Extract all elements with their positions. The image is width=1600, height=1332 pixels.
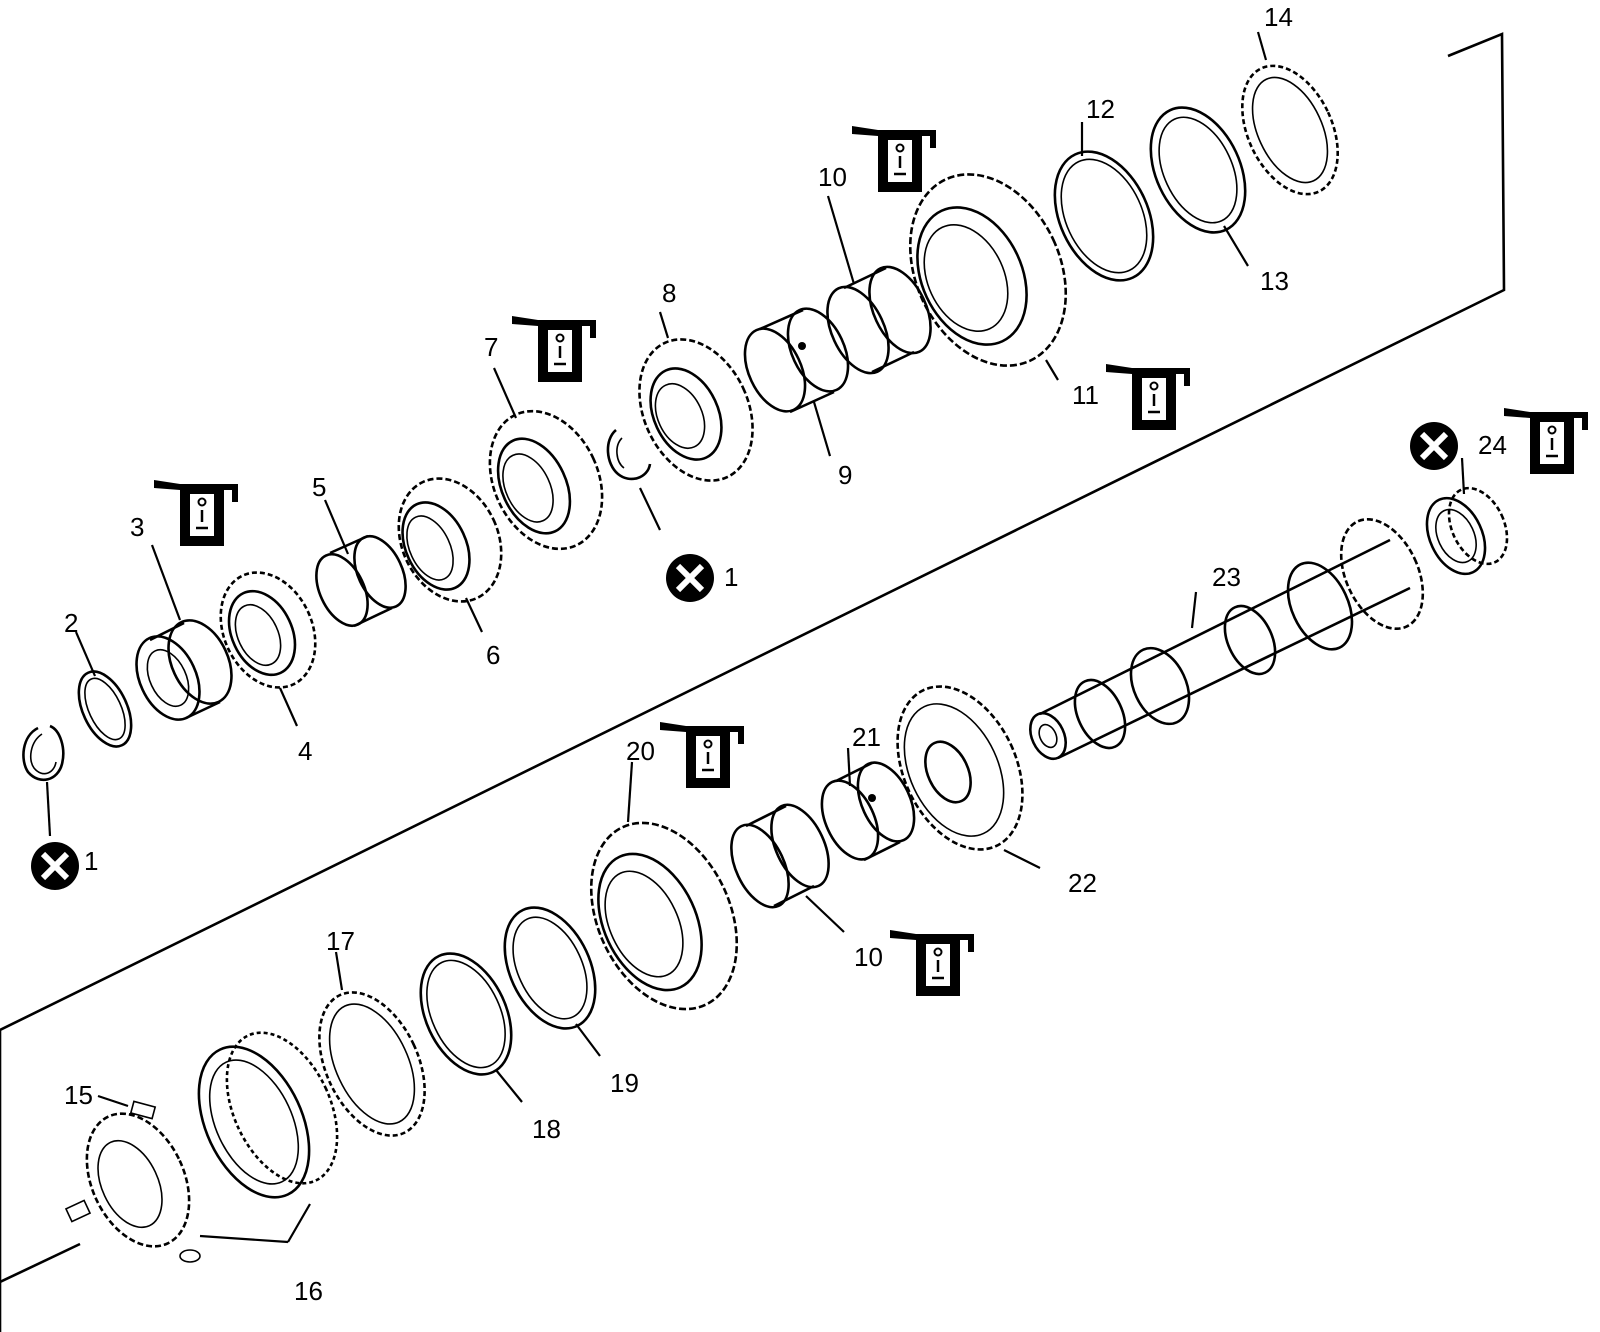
part-13-inner-cone	[1149, 106, 1249, 267]
callout-labels: 1 1 2 3 4 5 6 7 8 9 10 10 11 12 13 14 15…	[64, 2, 1507, 1306]
do-not-reuse-icon	[31, 842, 79, 890]
callout-9: 9	[838, 460, 852, 490]
callout-18: 18	[532, 1114, 561, 1144]
part-16-synchronizer-assembly	[64, 1031, 339, 1263]
callout-16: 16	[294, 1276, 323, 1306]
callout-11: 11	[1072, 380, 1099, 410]
do-not-reuse-icon	[1410, 422, 1458, 470]
part-10-needle-bearing-lower	[730, 803, 845, 933]
oil-can-icon	[888, 928, 976, 998]
oil-can-icon	[510, 314, 598, 384]
part-20-large-gear	[589, 761, 739, 1011]
part-9-sleeve	[743, 307, 850, 457]
callout-1-middle: 1	[724, 562, 738, 592]
callout-10-upper: 10	[818, 162, 847, 192]
oil-can-icon	[658, 720, 746, 790]
callout-20: 20	[626, 736, 655, 766]
part-15-key	[97, 1094, 157, 1120]
callout-15: 15	[64, 1080, 93, 1110]
callout-13: 13	[1260, 266, 1289, 296]
part-12-synchronizer-ring	[1053, 122, 1155, 282]
part-24-tapered-bearing	[1425, 457, 1509, 576]
part-14-synchronizer-ring	[1241, 31, 1339, 196]
callout-23: 23	[1212, 562, 1241, 592]
callout-24: 24	[1478, 430, 1507, 460]
part-8-gear	[638, 311, 754, 482]
part-21-sleeve	[820, 747, 916, 862]
callout-7: 7	[484, 332, 498, 362]
part-10-needle-bearing-upper	[826, 195, 932, 375]
callout-5: 5	[312, 472, 326, 502]
callout-8: 8	[662, 278, 676, 308]
part-2-thrust-washer	[74, 631, 133, 748]
part-7-gear	[488, 367, 604, 551]
part-17-synchronizer-ring	[318, 951, 426, 1137]
part-6-gear	[397, 477, 503, 633]
part-11-large-gear	[908, 173, 1068, 381]
part-1-snap-ring-middle	[606, 429, 661, 531]
callout-4: 4	[298, 736, 312, 766]
callout-22: 22	[1068, 868, 1097, 898]
oil-can-icon	[1502, 406, 1590, 476]
callout-10-lower: 10	[854, 942, 883, 972]
part-5-sleeve	[315, 499, 407, 628]
part-1-snap-ring-left	[22, 724, 65, 837]
do-not-reuse-icon	[666, 554, 714, 602]
callout-19: 19	[610, 1068, 639, 1098]
part-22-gear	[896, 685, 1041, 869]
oil-can-icon	[850, 124, 938, 194]
part-19-inner-cone	[503, 906, 601, 1057]
callout-17: 17	[326, 926, 355, 956]
assembly-frame	[0, 32, 1506, 1332]
part-18-synchronizer-ring	[419, 952, 523, 1103]
oil-can-icon	[152, 478, 240, 548]
part-4-small-gear	[219, 571, 317, 727]
part-3-roller-bearing	[135, 544, 233, 721]
callout-21: 21	[852, 722, 881, 752]
callout-14: 14	[1264, 2, 1293, 32]
part-23-main-shaft	[1029, 517, 1425, 761]
callout-1-bottom-left: 1	[84, 846, 98, 876]
callout-2: 2	[64, 608, 78, 638]
callout-12: 12	[1086, 94, 1115, 124]
oil-can-icon	[1104, 362, 1192, 432]
callout-6: 6	[486, 640, 500, 670]
callout-3: 3	[130, 512, 144, 542]
